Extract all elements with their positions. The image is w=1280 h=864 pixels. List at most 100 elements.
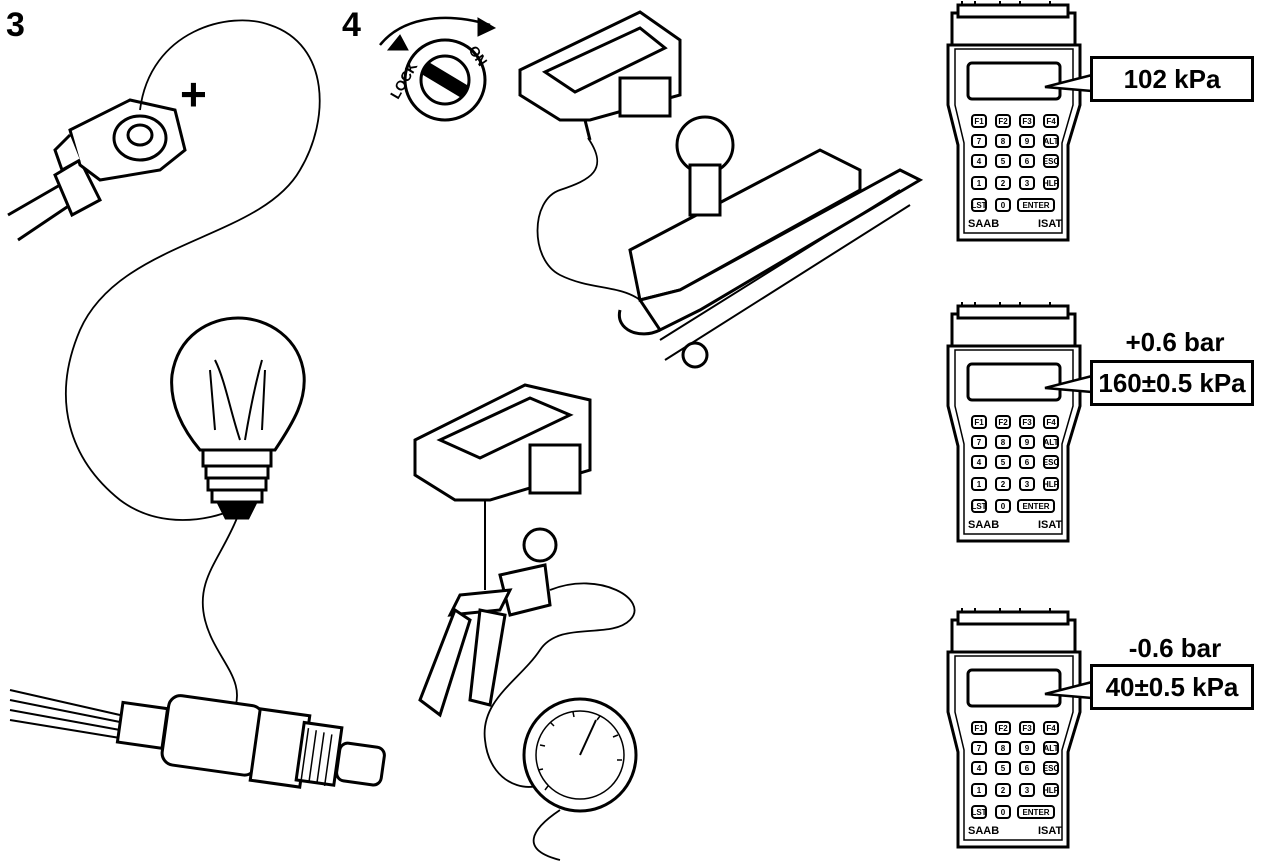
key-alt [1043,741,1059,755]
key-1 [971,783,987,797]
key-label: ENTER [1022,808,1049,817]
key-8 [995,741,1011,755]
key-label: F3 [1022,724,1032,733]
key-label: 7 [977,137,982,146]
pressure-label-2: +0.6 bar [1125,327,1225,357]
key-label: 8 [1001,137,1006,146]
key-label: F1 [974,117,984,126]
key-label: ALT [1044,744,1059,753]
key-label: 3 [1025,786,1030,795]
key-label: F2 [998,117,1008,126]
key-hlp [1043,176,1059,190]
key-alt [1043,134,1059,148]
fuse-connector-illustration [7,98,187,242]
key-0 [995,805,1011,819]
key-2 [995,783,1011,797]
key-label: 3 [1025,179,1030,188]
key-label: ESC [1043,458,1060,467]
key-lst [971,198,987,212]
key-label: 0 [1001,808,1006,817]
key-8 [995,134,1011,148]
key-f1 [971,114,987,128]
key-label: ALT [1044,438,1059,447]
vacuum-pump-icon [418,527,558,718]
key-label: ALT [1044,137,1059,146]
model-label: ISAT [1038,519,1063,531]
key-f2 [995,114,1011,128]
key-enter [1017,805,1055,819]
key-enter [1017,499,1055,513]
key-f1 [971,415,987,429]
key-label: F2 [998,724,1008,733]
key-label: 9 [1025,438,1030,447]
key-label: ESC [1043,764,1060,773]
key-hlp [1043,783,1059,797]
key-label: 1 [977,179,982,188]
key-label: LST [971,201,986,210]
key-f4 [1043,721,1059,735]
key-label: 4 [977,157,982,166]
key-hlp [1043,477,1059,491]
key-label: 4 [977,764,982,773]
key-8 [995,435,1011,449]
key-label: LST [971,502,986,511]
key-label: ENTER [1022,201,1049,210]
key-f4 [1043,415,1059,429]
key-0 [995,198,1011,212]
key-label: 5 [1001,458,1006,467]
key-f1 [971,721,987,735]
key-label: 1 [977,786,982,795]
pressure-gauge-icon [522,697,638,813]
key-esc [1043,455,1059,469]
key-label: 7 [977,438,982,447]
reading-callout-3: 40±0.5 kPa [1090,664,1254,710]
key-label: F4 [1046,724,1056,733]
intake-manifold-icon [617,115,924,369]
key-5 [995,455,1011,469]
key-lst [971,499,987,513]
key-label: F4 [1046,117,1056,126]
key-label: 0 [1001,201,1006,210]
key-1 [971,477,987,491]
key-label: 2 [1001,786,1006,795]
step-4-number: 4 [342,6,361,44]
brand-label: SAAB [968,519,999,531]
key-label: F4 [1046,418,1056,427]
map-sensor-icon [518,10,682,141]
key-1 [971,176,987,190]
key-2 [995,477,1011,491]
key-label: 6 [1025,458,1030,467]
test-lamp-wire [65,19,321,521]
key-0 [995,499,1011,513]
key-f2 [995,415,1011,429]
reading-callout-2: 160±0.5 kPa [1090,360,1254,406]
key-f3 [1019,114,1035,128]
model-label: ISAT [1038,825,1063,837]
key-label: 8 [1001,744,1006,753]
key-f3 [1019,415,1035,429]
key-label: 3 [1025,480,1030,489]
key-f3 [1019,721,1035,735]
key-label: F3 [1022,418,1032,427]
key-label: ENTER [1022,502,1049,511]
key-label: 6 [1025,764,1030,773]
key-f4 [1043,114,1059,128]
key-label: F2 [998,418,1008,427]
key-label: HLP [1043,179,1060,188]
key-3 [1019,783,1035,797]
key-label: 7 [977,744,982,753]
key-label: 2 [1001,179,1006,188]
ignition-switch-icon [379,16,497,122]
plus-sign: + [180,68,207,120]
key-7 [971,741,987,755]
key-label: 1 [977,480,982,489]
key-label: ESC [1043,157,1060,166]
key-label: 8 [1001,438,1006,447]
key-alt [1043,435,1059,449]
key-lst [971,805,987,819]
key-2 [995,176,1011,190]
